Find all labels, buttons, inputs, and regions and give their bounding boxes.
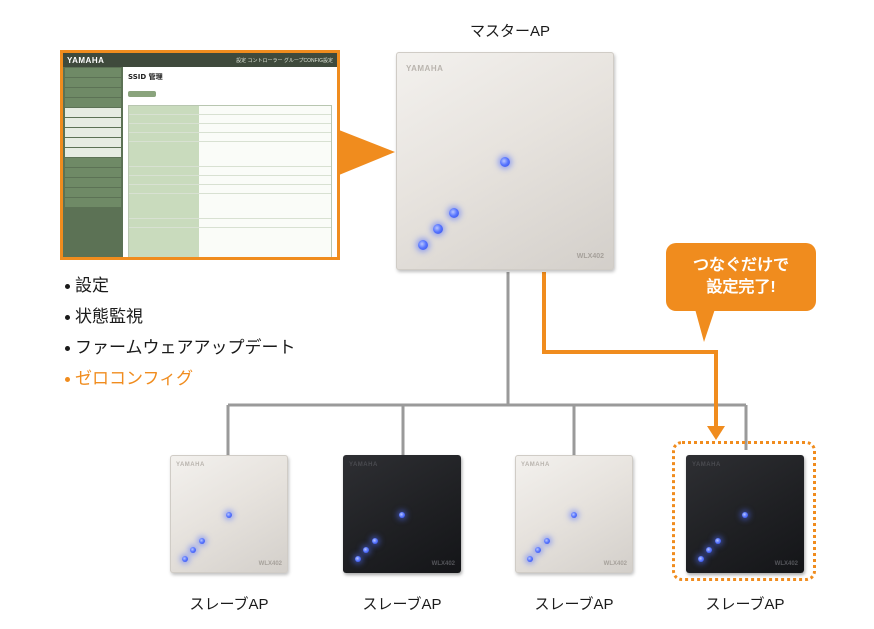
status-led-icon bbox=[571, 512, 577, 518]
zero-config-path bbox=[542, 272, 718, 428]
slave-ap-2: YAMAHA WLX402 bbox=[343, 455, 461, 573]
status-led-icon bbox=[182, 556, 188, 562]
screenshot-tab bbox=[128, 91, 156, 97]
status-led-icon bbox=[418, 240, 428, 250]
bullet-icon bbox=[65, 284, 70, 290]
model-badge: WLX402 bbox=[431, 561, 455, 567]
status-led-icon bbox=[449, 208, 459, 218]
status-led-icon bbox=[433, 224, 443, 234]
status-led-icon bbox=[372, 538, 378, 544]
feature-item-firmware: ファームウェアアップデート bbox=[65, 332, 296, 363]
status-led-icon bbox=[190, 547, 196, 553]
bullet-icon bbox=[65, 377, 70, 383]
status-led-icon bbox=[226, 512, 232, 518]
yamaha-logo: YAMAHA bbox=[176, 462, 205, 468]
slave-ap-3: YAMAHA WLX402 bbox=[515, 455, 633, 573]
screenshot-pointer bbox=[339, 130, 395, 175]
feature-item-settings: 設定 bbox=[65, 270, 296, 301]
slave-ap-caption-4: スレーブAP bbox=[705, 596, 785, 613]
status-led-icon bbox=[363, 547, 369, 553]
status-led-icon bbox=[535, 547, 541, 553]
slave-ap-caption-3: スレーブAP bbox=[534, 596, 614, 613]
yamaha-logo: YAMAHA bbox=[349, 462, 378, 468]
yamaha-logo: YAMAHA bbox=[406, 64, 444, 73]
screenshot-form-grid bbox=[128, 105, 332, 257]
web-gui-screenshot: YAMAHA 設定 コントローラー グループCONFIG設定 SSID 管理 bbox=[60, 50, 340, 260]
slave-ap-1: YAMAHA WLX402 bbox=[170, 455, 288, 573]
feature-item-zero-config: ゼロコンフィグ bbox=[65, 363, 296, 394]
screenshot-main: SSID 管理 bbox=[123, 67, 337, 257]
screenshot-sidebar bbox=[63, 67, 123, 257]
status-led-icon bbox=[742, 512, 748, 518]
master-ap-caption: マスターAP bbox=[469, 23, 550, 40]
screenshot-top-nav: 設定 コントローラー グループCONFIG設定 bbox=[236, 57, 333, 64]
callout-line-1: つなぐだけで bbox=[692, 257, 789, 274]
slave-ap-caption-1: スレーブAP bbox=[189, 596, 269, 613]
status-led-icon bbox=[500, 157, 510, 167]
model-badge: WLX402 bbox=[258, 561, 282, 567]
master-ap: YAMAHA WLX402 bbox=[396, 52, 614, 270]
model-badge: WLX402 bbox=[774, 561, 798, 567]
bullet-icon bbox=[65, 346, 70, 352]
zero-config-callout: つなぐだけで 設定完了! bbox=[666, 243, 816, 311]
status-led-icon bbox=[355, 556, 361, 562]
screenshot-title: SSID 管理 bbox=[128, 73, 163, 81]
feature-list: 設定 状態監視 ファームウェアアップデート ゼロコンフィグ bbox=[65, 270, 296, 394]
slave-ap-4: YAMAHA WLX402 bbox=[686, 455, 804, 573]
screenshot-logo: YAMAHA bbox=[67, 55, 105, 65]
new-slave-highlight bbox=[672, 441, 816, 581]
slave-ap-caption-2: スレーブAP bbox=[362, 596, 442, 613]
status-led-icon bbox=[199, 538, 205, 544]
status-led-icon bbox=[399, 512, 405, 518]
yamaha-logo: YAMAHA bbox=[692, 462, 721, 468]
callout-tail bbox=[695, 309, 715, 342]
model-badge: WLX402 bbox=[603, 561, 627, 567]
screenshot-header: YAMAHA 設定 コントローラー グループCONFIG設定 bbox=[63, 53, 337, 67]
bullet-icon bbox=[65, 315, 70, 321]
yamaha-logo: YAMAHA bbox=[521, 462, 550, 468]
model-badge: WLX402 bbox=[576, 253, 604, 260]
status-led-icon bbox=[698, 556, 704, 562]
zero-config-arrowhead bbox=[707, 426, 725, 440]
status-led-icon bbox=[527, 556, 533, 562]
feature-item-monitoring: 状態監視 bbox=[65, 301, 296, 332]
status-led-icon bbox=[544, 538, 550, 544]
status-led-icon bbox=[715, 538, 721, 544]
callout-line-2: 設定完了! bbox=[706, 279, 776, 296]
status-led-icon bbox=[706, 547, 712, 553]
